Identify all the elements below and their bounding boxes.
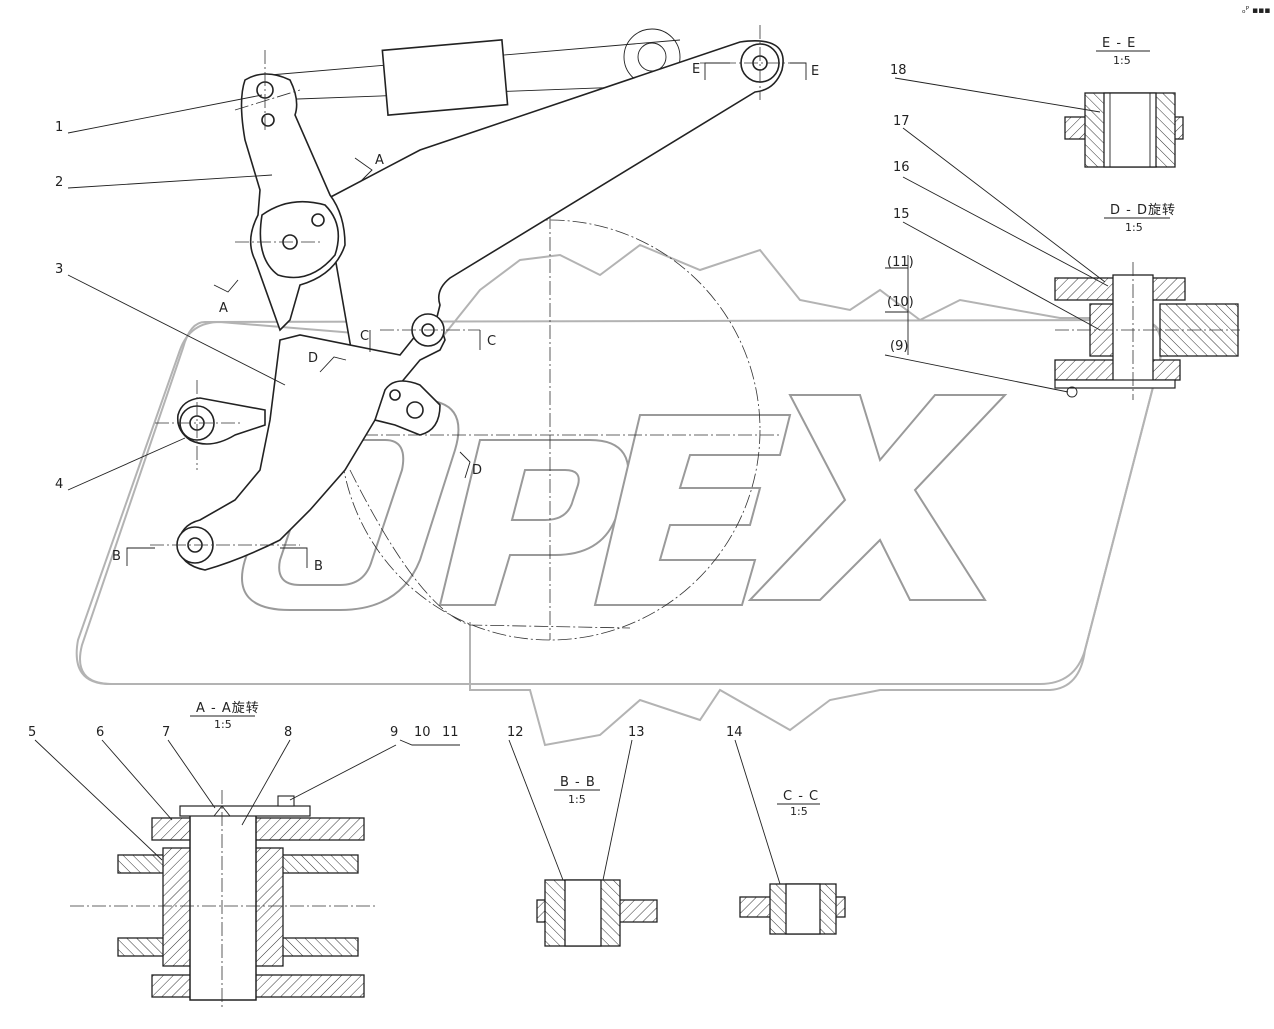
section-dd: D - D旋转 1:5 17 16 15 (11) (10) (9) (884, 114, 1240, 400)
section-mark-b-left: B (112, 549, 121, 564)
callout-7: 7 (162, 725, 170, 740)
watermark-letter-x (747, 394, 1008, 601)
callout-11: 11 (442, 725, 459, 740)
section-cc-title: C - C (783, 789, 819, 804)
callout-9: 9 (390, 725, 398, 740)
callout-p9: (9) (890, 339, 908, 354)
section-ee-scale: 1:5 (1113, 54, 1131, 67)
section-aa-scale: 1:5 (214, 718, 232, 731)
section-mark-d-bottom: D (472, 463, 482, 478)
section-mark-d-top: D (308, 351, 318, 366)
callout-3: 3 (55, 262, 63, 277)
section-mark-a-top: A (375, 153, 384, 168)
callout-12: 12 (507, 725, 524, 740)
callout-14: 14 (726, 725, 743, 740)
section-aa: A - A旋转 1:5 5 6 7 8 9 10 11 (28, 701, 460, 1010)
callout-1: 1 (55, 120, 63, 135)
section-mark-c-right: C (487, 334, 496, 349)
bucket-swing-circle (339, 219, 761, 641)
callout-17: 17 (893, 114, 910, 129)
callout-10: 10 (414, 725, 431, 740)
section-mark-e-right: E (811, 64, 819, 79)
section-ee: E - E 1:5 18 (890, 36, 1184, 168)
boom-arm (324, 40, 784, 402)
section-aa-title: A - A旋转 (196, 701, 260, 716)
callout-16: 16 (893, 160, 910, 175)
section-dd-scale: 1:5 (1125, 221, 1143, 234)
section-mark-b-right: B (314, 559, 323, 574)
section-ee-title: E - E (1102, 36, 1136, 51)
section-bb-scale: 1:5 (568, 793, 586, 806)
callout-5: 5 (28, 725, 36, 740)
main-callouts: 1 2 3 4 (55, 94, 286, 492)
section-markers: A A B B C C D D E E (112, 62, 819, 574)
callout-8: 8 (284, 725, 292, 740)
section-cc-scale: 1:5 (790, 805, 808, 818)
watermark-letter-e (593, 414, 792, 606)
section-mark-a-bottom: A (219, 301, 228, 316)
callout-6: 6 (96, 725, 104, 740)
main-linkage-view (150, 25, 805, 641)
callout-p10: (10) (887, 295, 914, 310)
section-bb-title: B - B (560, 775, 596, 790)
callout-p11: (11) (887, 255, 914, 270)
watermark-gear-outline (75, 243, 1163, 747)
callout-18: 18 (890, 63, 907, 78)
section-bb: B - B 1:5 12 13 (507, 725, 658, 947)
callout-4: 4 (55, 477, 63, 492)
section-cc: C - C 1:5 14 (726, 725, 846, 935)
section-dd-title: D - D旋转 (1110, 203, 1176, 218)
callout-13: 13 (628, 725, 645, 740)
corner-mark: ₒᴾ ▪▪▪ (1242, 6, 1270, 16)
section-mark-c-left: C (360, 329, 369, 344)
callout-15: 15 (893, 207, 910, 222)
callout-2: 2 (55, 175, 63, 190)
section-mark-e-left: E (692, 62, 700, 77)
